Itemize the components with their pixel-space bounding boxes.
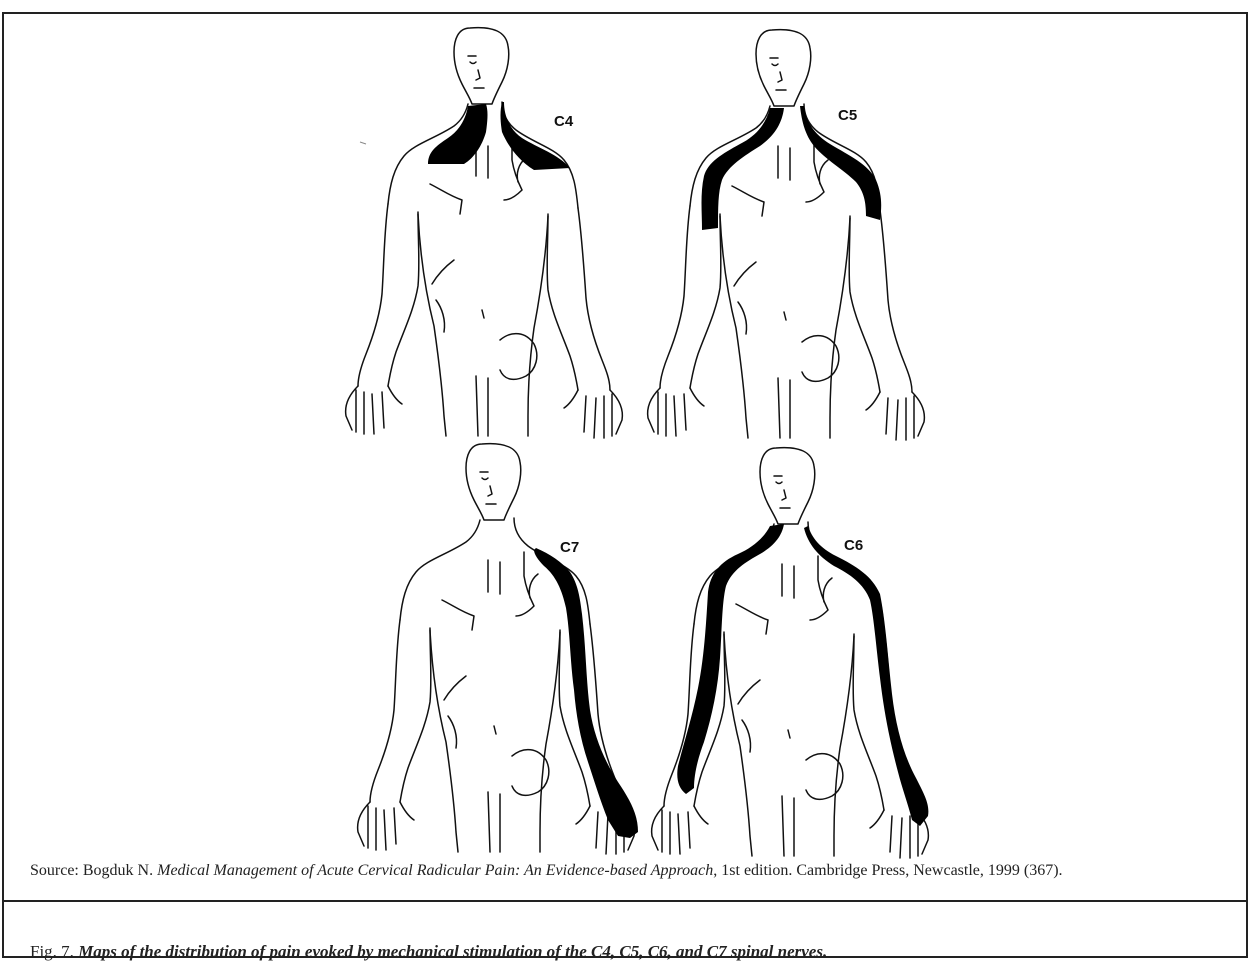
body-figure-c6: C6 — [652, 448, 929, 858]
pain-region-c6 — [677, 524, 928, 826]
body-figure-c7: C7 — [358, 444, 638, 854]
label-c5: C5 — [838, 107, 857, 124]
label-c4: C4 — [554, 113, 574, 130]
source-prefix: Source: Bogduk N. — [30, 862, 157, 879]
body-figure-c4: C4 — [346, 28, 623, 438]
figure-source: Source: Bogduk N. Medical Management of … — [30, 860, 1220, 882]
label-c6: C6 — [844, 537, 863, 554]
pain-region-c5 — [702, 106, 882, 230]
pain-region-c4 — [428, 102, 570, 170]
figure-panel: C4 C5 C7 C6 Source: Bogduk N. M — [4, 14, 1246, 902]
source-title: Medical Management of Acute Cervical Rad… — [157, 862, 713, 879]
body-figure-c5: C5 — [648, 30, 925, 440]
caption-prefix: Fig. 7. — [30, 942, 78, 961]
source-suffix: , 1st edition. Cambridge Press, Newcastl… — [713, 862, 1062, 879]
figure-frame: C4 C5 C7 C6 Source: Bogduk N. M — [2, 12, 1248, 958]
dermatome-illustration: C4 C5 C7 C6 — [4, 14, 1246, 900]
stray-mark — [360, 142, 366, 144]
figure-caption: Fig. 7. Maps of the distribution of pain… — [30, 942, 827, 962]
pain-region-c7 — [534, 548, 638, 838]
label-c7: C7 — [560, 539, 579, 556]
caption-text: Maps of the distribution of pain evoked … — [78, 942, 827, 961]
